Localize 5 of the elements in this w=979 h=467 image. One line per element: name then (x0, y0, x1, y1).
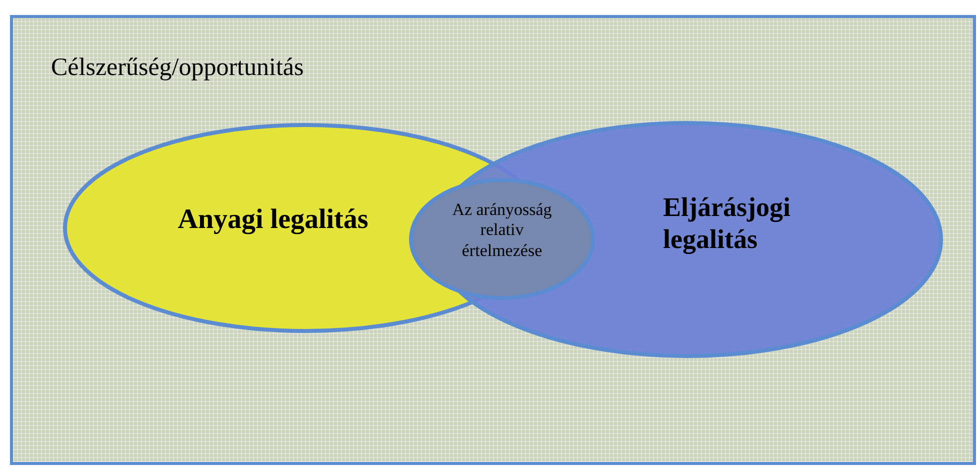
ellipse-label: Az arányosság relativ értelmezése (451, 200, 553, 262)
ellipse-label: Anyagi legalitás (176, 203, 370, 237)
frame-panel (10, 15, 976, 465)
frame-title: Célszerűség/opportunitás (51, 53, 305, 83)
ellipse-label: Eljárásjogi legalitás (663, 191, 792, 256)
